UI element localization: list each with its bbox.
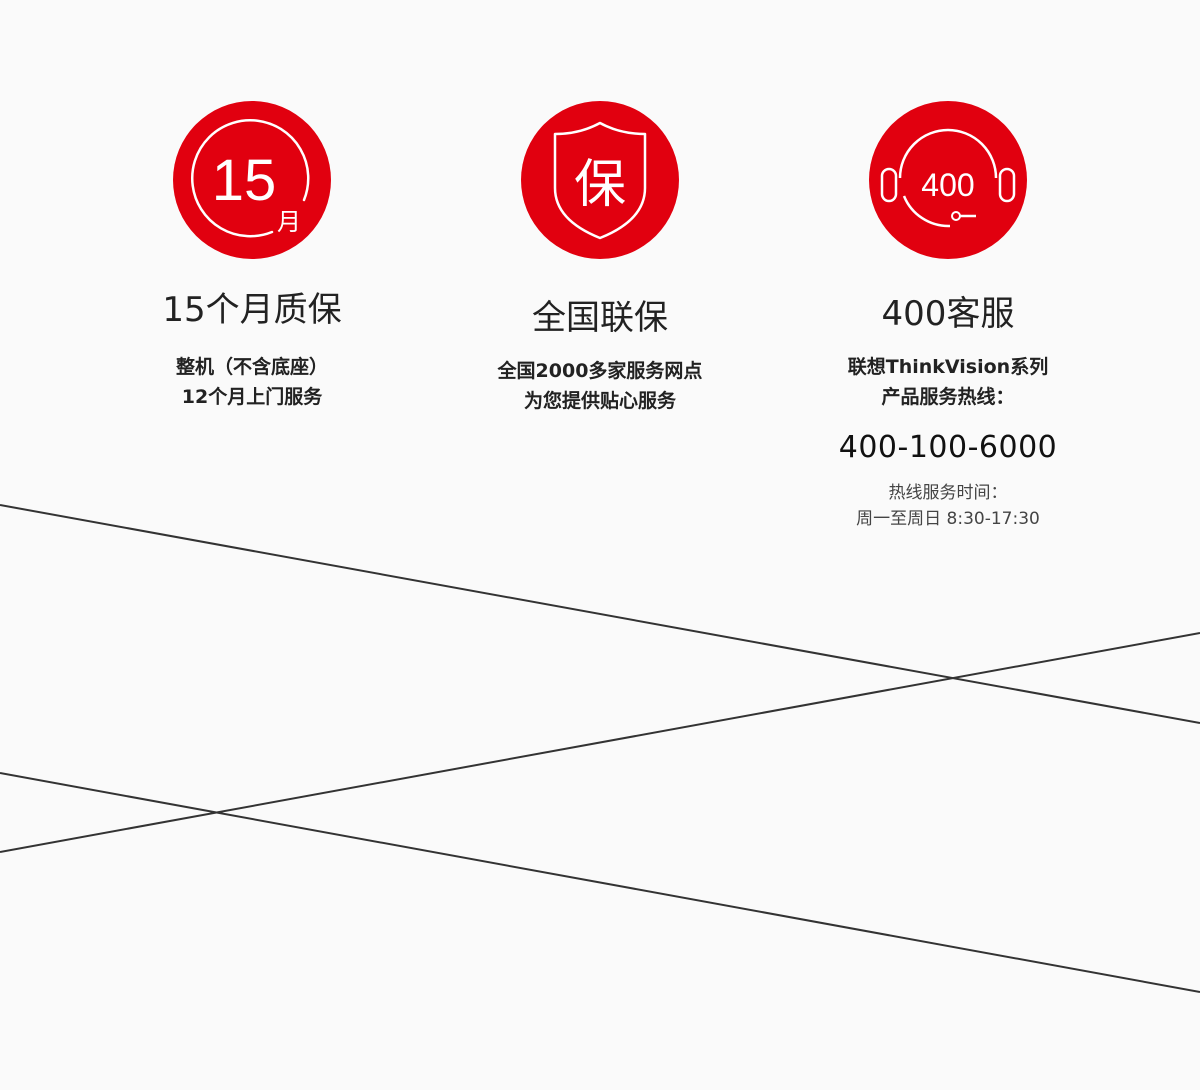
service-hours-value: 周一至周日 8:30-17:30 <box>856 509 1040 529</box>
feature-description: 全国2000多家服务网点 为您提供贴心服务 <box>420 356 780 416</box>
feature-customer-service: 400 400客服 联想ThinkVision系列 产品服务热线： 400-10… <box>768 100 1128 532</box>
feature-description: 联想ThinkVision系列 产品服务热线： <box>768 352 1128 412</box>
service-hours: 热线服务时间： 周一至周日 8:30-17:30 <box>768 480 1128 532</box>
description-line-1: 整机（不含底座） <box>175 356 328 378</box>
headset-icon: 400 <box>869 101 1027 259</box>
badge-text: 400 <box>921 167 974 203</box>
feature-title: 400客服 <box>881 294 1015 334</box>
description-line-2: 产品服务热线： <box>881 386 1015 408</box>
bg-line-3 <box>0 772 1200 993</box>
badge-number: 15 <box>212 148 277 213</box>
feature-national-warranty: 保 全国联保 全国2000多家服务网点 为您提供贴心服务 <box>420 100 780 416</box>
feature-description: 整机（不含底座） 12个月上门服务 <box>72 352 432 412</box>
description-line-1: 全国2000多家服务网点 <box>497 360 703 382</box>
feature-title: 15个月质保 <box>162 290 342 330</box>
feature-title: 全国联保 <box>532 298 668 338</box>
shield-icon: 保 <box>521 101 679 259</box>
service-hours-label: 热线服务时间： <box>888 483 1008 503</box>
bg-line-1 <box>0 504 1200 724</box>
badge-unit: 月 <box>277 208 301 236</box>
feature-warranty: 15 月 15个月质保 整机（不含底座） 12个月上门服务 <box>72 100 432 412</box>
calendar-15-months-icon: 15 月 <box>173 101 331 259</box>
hotline-number[interactable]: 400-100-6000 <box>838 430 1058 465</box>
description-line-2: 为您提供贴心服务 <box>523 390 676 412</box>
description-line-2: 12个月上门服务 <box>181 386 323 408</box>
badge-text: 保 <box>574 155 626 215</box>
bg-line-2 <box>0 632 1200 853</box>
description-line-1: 联想ThinkVision系列 <box>847 356 1049 378</box>
